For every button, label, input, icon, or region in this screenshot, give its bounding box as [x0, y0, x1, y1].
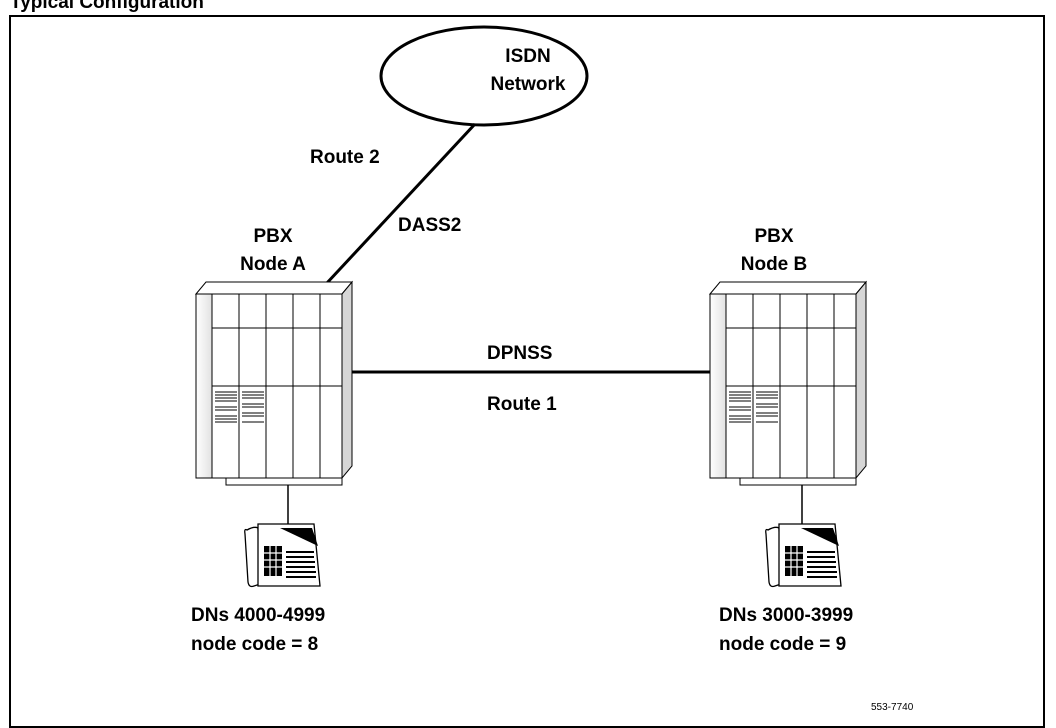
- node-a-node-code-label: node code = 8: [191, 634, 319, 655]
- node-a-name-label: Node A: [240, 254, 306, 275]
- figure-id: 553-7740: [871, 702, 914, 713]
- node-b-telephone-icon: [764, 523, 842, 588]
- cloud-label-line1: ISDN: [505, 46, 551, 67]
- dpnss-label: DPNSS: [487, 343, 553, 364]
- node-a-telephone-icon: [243, 523, 321, 588]
- page-title: Typical Configuration: [10, 0, 204, 13]
- cloud-label-line2: Network: [490, 74, 566, 95]
- node-b-name-label: Node B: [740, 254, 808, 275]
- route-2-label: Route 2: [310, 147, 380, 168]
- node-b-pbx-label: PBX: [754, 226, 794, 247]
- isdn-network-cloud: [379, 25, 589, 127]
- node-a-pbx-label: PBX: [253, 226, 293, 247]
- route-1-label: Route 1: [487, 394, 557, 415]
- node-a-dns-label: DNs 4000-4999: [191, 605, 326, 626]
- node-b-dns-label: DNs 3000-3999: [719, 605, 854, 626]
- node-b-node-code-label: node code = 9: [719, 634, 847, 655]
- route-2-link: [324, 122, 477, 286]
- dass2-label: DASS2: [398, 215, 462, 236]
- pbx-node-a-cabinet: [195, 281, 353, 486]
- pbx-node-b-cabinet: [709, 281, 867, 486]
